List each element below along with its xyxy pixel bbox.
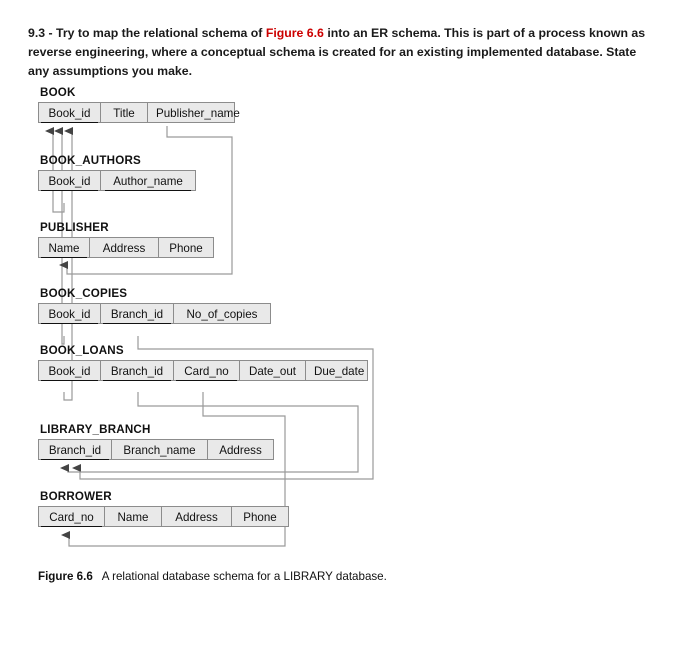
table-publisher-columns: Name Address Phone	[38, 237, 214, 258]
column-borrower-name[interactable]: Name	[104, 506, 161, 527]
column-book-copies-no-of-copies[interactable]: No_of_copies	[173, 303, 271, 324]
column-label: Phone	[169, 242, 203, 255]
table-publisher: PUBLISHER Name Address Phone	[38, 221, 214, 258]
column-label: Book_id	[40, 106, 99, 123]
column-label: Branch_id	[102, 307, 172, 324]
column-label: Name	[117, 511, 149, 524]
table-book-copies-columns: Book_id Branch_id No_of_copies	[38, 303, 271, 324]
column-label: Phone	[243, 511, 277, 524]
column-book-loans-branch-id[interactable]: Branch_id	[100, 360, 173, 381]
table-borrower: BORROWER Card_no Name Address Phone	[38, 490, 289, 527]
table-book-title: BOOK	[40, 86, 76, 99]
table-borrower-title: BORROWER	[40, 490, 112, 503]
column-label: Branch_id	[40, 443, 110, 460]
table-book-authors-title: BOOK_AUTHORS	[40, 154, 141, 167]
column-book-title[interactable]: Title	[100, 102, 147, 123]
column-label: Book_id	[40, 364, 99, 381]
fk-book-publishername-to-publisher	[59, 126, 233, 275]
table-book-loans: BOOK_LOANS Book_id Branch_id Card_no Dat…	[38, 344, 368, 381]
column-borrower-address[interactable]: Address	[161, 506, 231, 527]
column-book-authors-author-name[interactable]: Author_name	[100, 170, 196, 191]
figure-caption-label: Figure 6.6	[38, 570, 93, 583]
table-book: BOOK Book_id Title Publisher_name	[38, 86, 240, 123]
question-paragraph: 9.3 - Try to map the relational schema o…	[28, 24, 658, 81]
column-borrower-phone[interactable]: Phone	[231, 506, 289, 527]
question-suffix: into an ER schema. This is part of a pro…	[28, 26, 646, 79]
table-book-loans-columns: Book_id Branch_id Card_no Date_out Due_d…	[38, 360, 368, 381]
column-label: Author_name	[105, 174, 191, 191]
column-label: Book_id	[40, 174, 99, 191]
column-label: Card_no	[41, 510, 102, 527]
column-publisher-address[interactable]: Address	[89, 237, 158, 258]
column-publisher-name[interactable]: Name	[38, 237, 89, 258]
table-library-branch: LIBRARY_BRANCH Branch_id Branch_name Add…	[38, 423, 274, 460]
table-book-copies-title: BOOK_COPIES	[40, 287, 128, 300]
column-label: Name	[40, 241, 88, 258]
column-book-copies-branch-id[interactable]: Branch_id	[100, 303, 173, 324]
column-book-publisher-name[interactable]: Publisher_name	[147, 102, 240, 123]
column-label: Publisher_name	[156, 107, 240, 120]
column-book-loans-due-date[interactable]: Due_date	[305, 360, 368, 381]
column-book-book-id[interactable]: Book_id	[38, 102, 100, 123]
column-book-loans-book-id[interactable]: Book_id	[38, 360, 100, 381]
figure-caption-text: A relational database schema for a LIBRA…	[101, 570, 387, 583]
fk-book-loans-branchid-to-library-branch	[60, 392, 359, 473]
column-label: Book_id	[40, 307, 99, 324]
column-label: Address	[175, 511, 218, 524]
table-library-branch-title: LIBRARY_BRANCH	[40, 423, 151, 436]
column-label: Address	[219, 444, 262, 457]
table-book-loans-title: BOOK_LOANS	[40, 344, 124, 357]
column-publisher-phone[interactable]: Phone	[158, 237, 214, 258]
column-label: Date_out	[248, 365, 297, 378]
column-library-branch-address[interactable]: Address	[207, 439, 274, 460]
table-book-columns: Book_id Title Publisher_name	[38, 102, 240, 123]
fk-book-loans-bookid-to-book	[63, 127, 73, 401]
column-label: Card_no	[176, 364, 237, 381]
fk-book-copies-branchid-to-library-branch	[72, 336, 374, 480]
column-label: Title	[113, 107, 135, 120]
table-publisher-title: PUBLISHER	[40, 221, 109, 234]
figure-caption: Figure 6.6 A relational database schema f…	[38, 570, 387, 583]
table-book-copies: BOOK_COPIES Book_id Branch_id No_of_copi…	[38, 287, 271, 324]
column-library-branch-branch-name[interactable]: Branch_name	[111, 439, 207, 460]
table-library-branch-columns: Branch_id Branch_name Address	[38, 439, 274, 460]
table-borrower-columns: Card_no Name Address Phone	[38, 506, 289, 527]
table-book-authors-columns: Book_id Author_name	[38, 170, 196, 191]
fk-book-loans-cardno-to-borrower	[61, 392, 286, 547]
column-label: Due_date	[314, 365, 365, 378]
column-label: No_of_copies	[186, 308, 258, 321]
column-book-loans-card-no[interactable]: Card_no	[173, 360, 239, 381]
column-label: Branch_id	[102, 364, 172, 381]
table-book-authors: BOOK_AUTHORS Book_id Author_name	[38, 154, 196, 191]
column-borrower-card-no[interactable]: Card_no	[38, 506, 104, 527]
question-prefix: 9.3 - Try to map the relational schema o…	[28, 26, 266, 41]
column-label: Branch_name	[123, 444, 196, 457]
column-book-copies-book-id[interactable]: Book_id	[38, 303, 100, 324]
column-book-loans-date-out[interactable]: Date_out	[239, 360, 305, 381]
figure-reference-link[interactable]: Figure 6.6	[265, 26, 324, 41]
column-label: Address	[102, 242, 146, 255]
column-library-branch-branch-id[interactable]: Branch_id	[38, 439, 111, 460]
column-book-authors-book-id[interactable]: Book_id	[38, 170, 100, 191]
